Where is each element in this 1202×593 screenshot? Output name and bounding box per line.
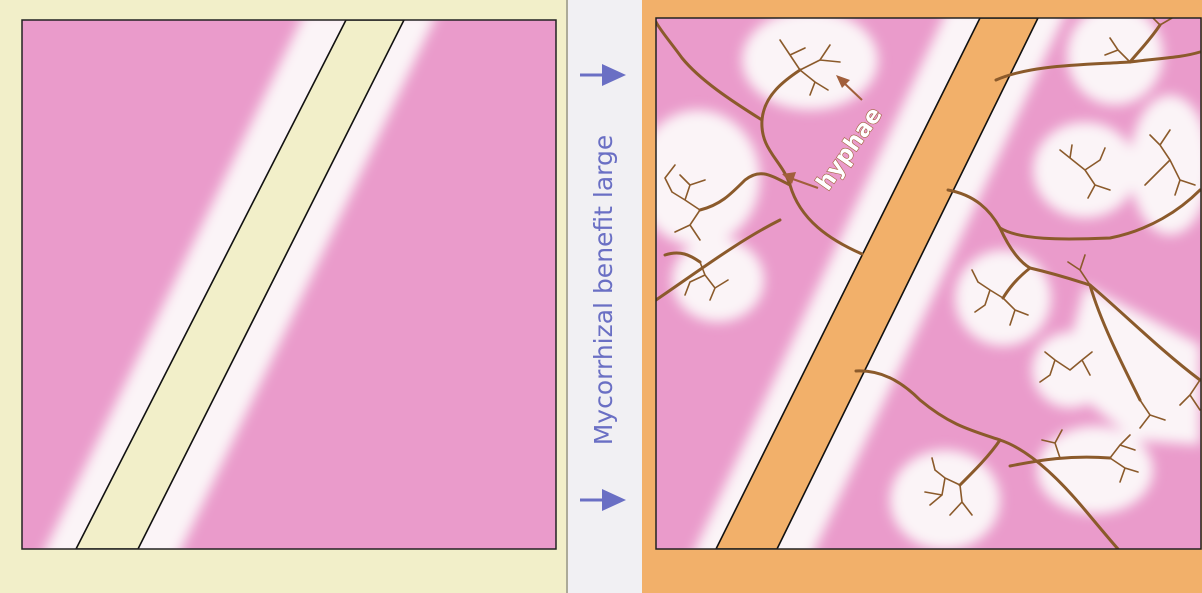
- right-panel: hyphae: [636, 0, 1202, 593]
- mycorrhizal-benefit-label: Mycorrhizal benefit large: [589, 135, 618, 446]
- center-strip: Mycorrhizal benefit large: [568, 0, 642, 593]
- left-panel: [0, 0, 568, 593]
